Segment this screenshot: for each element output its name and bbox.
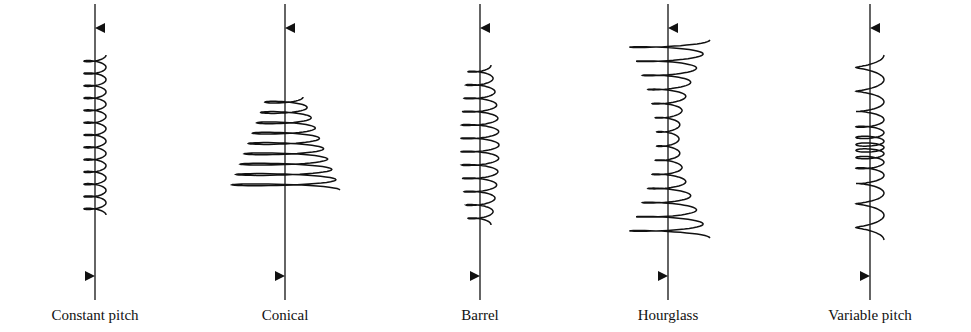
spring-type-label: Conical bbox=[262, 306, 309, 324]
axis-line bbox=[284, 28, 285, 276]
load-arrow bbox=[479, 276, 480, 300]
spring-coil bbox=[630, 40, 711, 238]
axis-line bbox=[667, 28, 668, 276]
load-arrow bbox=[479, 4, 480, 28]
load-arrow bbox=[284, 276, 285, 300]
load-arrow bbox=[94, 276, 95, 300]
spring-coil bbox=[461, 65, 499, 225]
load-arrow bbox=[94, 4, 95, 28]
spring-coil bbox=[232, 97, 340, 190]
load-axes bbox=[95, 4, 870, 300]
spring-coil bbox=[84, 55, 106, 215]
axis-line bbox=[94, 28, 95, 276]
load-arrow bbox=[869, 276, 870, 300]
load-arrow bbox=[284, 4, 285, 28]
spring-type-label: Hourglass bbox=[638, 306, 699, 324]
load-arrow bbox=[667, 4, 668, 28]
spring-type-label: Barrel bbox=[461, 306, 498, 324]
load-arrow bbox=[667, 276, 668, 300]
spring-type-label: Constant pitch bbox=[51, 306, 138, 324]
spring-coil bbox=[856, 55, 884, 240]
load-arrow bbox=[869, 4, 870, 28]
spring-type-label: Variable pitch bbox=[828, 306, 912, 324]
spring-coils bbox=[84, 40, 884, 240]
